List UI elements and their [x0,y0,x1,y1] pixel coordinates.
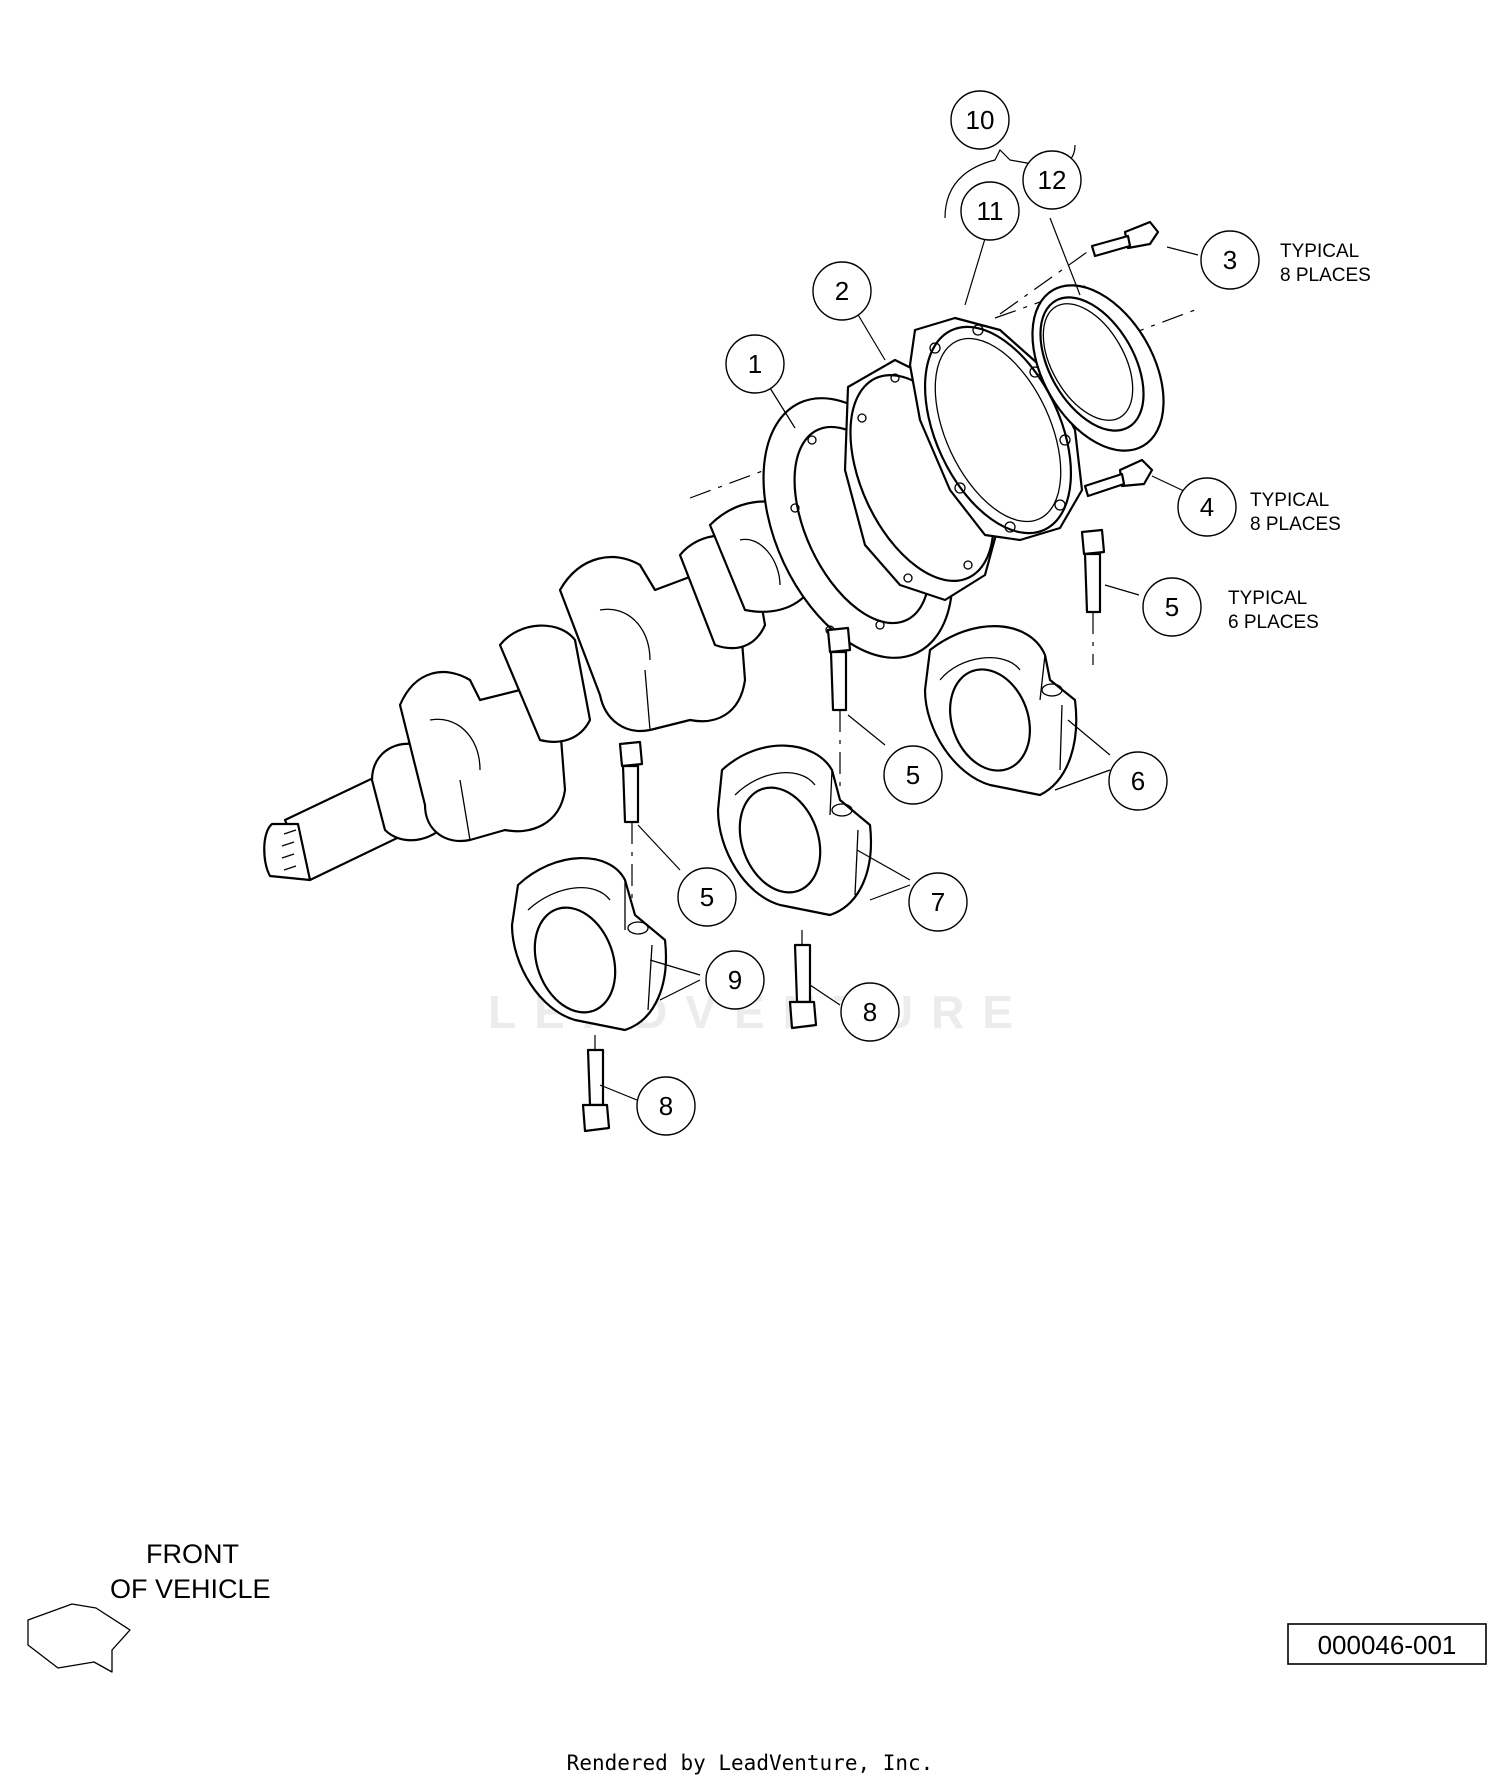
callout-label: 12 [1038,165,1067,195]
part-5-bolt-right [1080,528,1106,665]
part-9-bearing-cap [510,857,667,1032]
part-12-oil-seal [1031,284,1165,452]
callout-label: 5 [700,882,714,912]
callout-label: 3 [1223,245,1237,275]
callout-label: 11 [977,196,1004,226]
part-7-bearing-cap [716,744,872,917]
note-bolt4-line1: TYPICAL [1250,490,1329,511]
callout-label: 8 [863,997,877,1027]
front-of-vehicle-indicator: FRONT OF VEHICLE [27,1539,271,1673]
callout-label: 6 [1131,766,1145,796]
part-6-bearing-cap [923,625,1078,797]
note-bolt5-line1: TYPICAL [1228,588,1307,609]
callout-label: 5 [906,760,920,790]
front-arrow-icon [27,1603,131,1673]
callout-label: 2 [835,276,849,306]
part-5-bolt-left [618,740,644,915]
callout-3[interactable]: 3 [1200,230,1260,290]
callout-label: 10 [966,105,995,135]
footer-text: Rendered by LeadVenture, Inc. [567,1751,934,1775]
callout-label: 8 [659,1091,673,1121]
note-bolt5-line2: 6 PLACES [1228,612,1319,633]
callout-label: 1 [748,349,762,379]
callout-label: 9 [728,965,742,995]
callout-8-left[interactable]: 8 [636,1076,696,1136]
callout-label: 7 [931,887,945,917]
callout-4[interactable]: 4 [1177,477,1237,537]
callout-10[interactable]: 10 [950,90,1010,150]
callout-label: 5 [1165,592,1179,622]
callout-label: 4 [1200,492,1214,522]
callout-5-left[interactable]: 5 [677,867,737,927]
callout-5-middle[interactable]: 5 [883,745,943,805]
front-label-line2: OF VEHICLE [110,1574,271,1604]
part-8-bolt-left [581,1035,611,1133]
part-8-bolt-middle [788,930,818,1030]
note-bolt3-line1: TYPICAL [1280,241,1359,262]
crankshaft [263,500,812,882]
callout-2[interactable]: 2 [812,261,872,321]
leader-lines [599,144,1199,1101]
part-5-bolt-middle [826,626,852,790]
callout-11[interactable]: 11 [960,181,1020,241]
reference-number: 000046-001 [1318,1630,1457,1660]
note-bolt3-line2: 8 PLACES [1280,265,1371,286]
note-bolt4-line2: 8 PLACES [1250,514,1341,535]
callout-12[interactable]: 12 [1022,150,1082,210]
callout-7[interactable]: 7 [908,872,968,932]
callout-5-right[interactable]: 5 [1142,577,1202,637]
front-label-line1: FRONT [146,1539,239,1569]
callout-8-middle[interactable]: 8 [840,982,900,1042]
callout-6[interactable]: 6 [1108,751,1168,811]
part-4-bolt [1083,458,1154,498]
part-3-bolt [999,220,1160,315]
reference-number-box: 000046-001 [1287,1623,1487,1665]
callout-1[interactable]: 1 [725,334,785,394]
callout-9[interactable]: 9 [705,950,765,1010]
